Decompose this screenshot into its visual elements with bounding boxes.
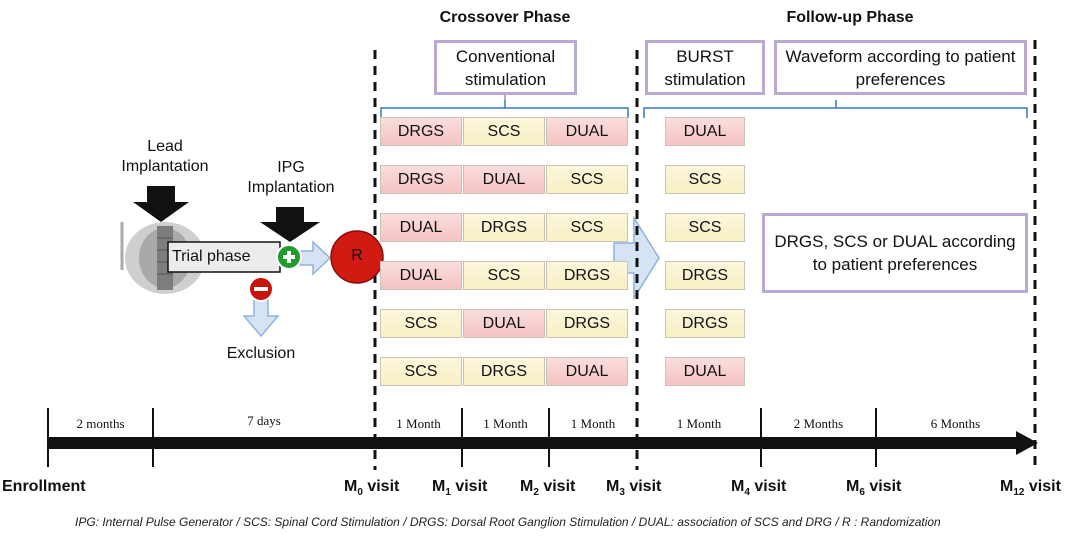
timeline-ticks — [47, 408, 877, 467]
visit-label: M2 visit — [520, 478, 576, 499]
crossover-cell: SCS — [463, 261, 545, 290]
followup-cell: SCS — [665, 165, 745, 194]
burst-stimulation-box: BURST stimulation — [645, 40, 765, 95]
drgs-scs-dual-preferences-box: DRGS, SCS or DUAL according to patient p… — [762, 213, 1028, 293]
crossover-cell: DUAL — [463, 309, 545, 338]
timeline-segment-label: 2 months — [76, 416, 125, 431]
crossover-cell: DRGS — [380, 117, 462, 146]
timeline-segment-label: 1 Month — [396, 416, 441, 431]
followup-cell: DRGS — [665, 309, 745, 338]
visit-label: M3 visit — [606, 478, 662, 499]
timeline-segment-label: 1 Month — [570, 416, 616, 431]
randomization-circle — [330, 230, 384, 284]
visit-label: M12 visit — [1000, 478, 1061, 499]
exclusion-arrow — [242, 299, 280, 338]
exclusion-label: Exclusion — [226, 345, 296, 362]
trial-phase-bar — [167, 241, 281, 273]
crossover-cell: DRGS — [546, 309, 628, 338]
crossover-cell: DRGS — [463, 213, 545, 242]
crossover-cell: SCS — [380, 357, 462, 386]
crossover-cell: SCS — [380, 309, 462, 338]
visit-label: M0 visit — [344, 478, 400, 499]
randomization-label: R — [351, 247, 363, 264]
followup-cell: DUAL — [665, 357, 745, 386]
crossover-cell: DUAL — [463, 165, 545, 194]
lead-implantation-label: Lead Implantation — [121, 138, 209, 175]
enrollment-label: Enrollment — [2, 478, 86, 495]
followup-cell: DUAL — [665, 117, 745, 146]
crossover-cell: DUAL — [380, 213, 462, 242]
visit-label: M1 visit — [432, 478, 488, 499]
followup-cell: SCS — [665, 213, 745, 242]
visit-label: M6 visit — [846, 478, 902, 499]
timeline-segment-label: 1 Month — [676, 416, 722, 431]
crossover-cell: DRGS — [380, 165, 462, 194]
trial-to-r-arrow — [299, 240, 332, 276]
crossover-cell: SCS — [463, 117, 545, 146]
waveform-preferences-box: Waveform according to patient preference… — [774, 40, 1027, 95]
timeline-segment-label: 2 Months — [793, 416, 844, 431]
crossover-cell: SCS — [546, 165, 628, 194]
ipg-implantation-arrow — [260, 207, 320, 242]
ipg-implantation-label: IPG Implantation — [247, 159, 335, 196]
minus-icon — [248, 276, 274, 302]
followup-cell: DRGS — [665, 261, 745, 290]
crossover-cell: DUAL — [380, 261, 462, 290]
plus-icon — [276, 244, 302, 270]
lead-implantation-arrow — [133, 186, 189, 222]
footnote: IPG: Internal Pulse Generator / SCS: Spi… — [75, 515, 941, 529]
timeline-segment-label: 6 Months — [930, 416, 981, 431]
crossover-cell: DUAL — [546, 117, 628, 146]
timeline-segment-label: 1 Month — [483, 416, 528, 431]
crossover-brace — [380, 100, 629, 118]
followup-brace — [643, 100, 1028, 118]
crossover-cell: DUAL — [546, 357, 628, 386]
timeline-segment-label: 7 days — [247, 413, 281, 428]
followup-phase-title: Follow-up Phase — [786, 9, 914, 26]
crossover-phase-title: Crossover Phase — [439, 9, 571, 26]
trial-phase-label: Trial phase — [172, 248, 251, 265]
crossover-cell: DRGS — [463, 357, 545, 386]
visit-label: M4 visit — [731, 478, 787, 499]
crossover-cell: DRGS — [546, 261, 628, 290]
crossover-cell: SCS — [546, 213, 628, 242]
conventional-stimulation-box: Conventional stimulation — [434, 40, 577, 95]
timeline-arrowhead — [1016, 431, 1038, 455]
dashed-visit-lines — [373, 40, 1037, 470]
